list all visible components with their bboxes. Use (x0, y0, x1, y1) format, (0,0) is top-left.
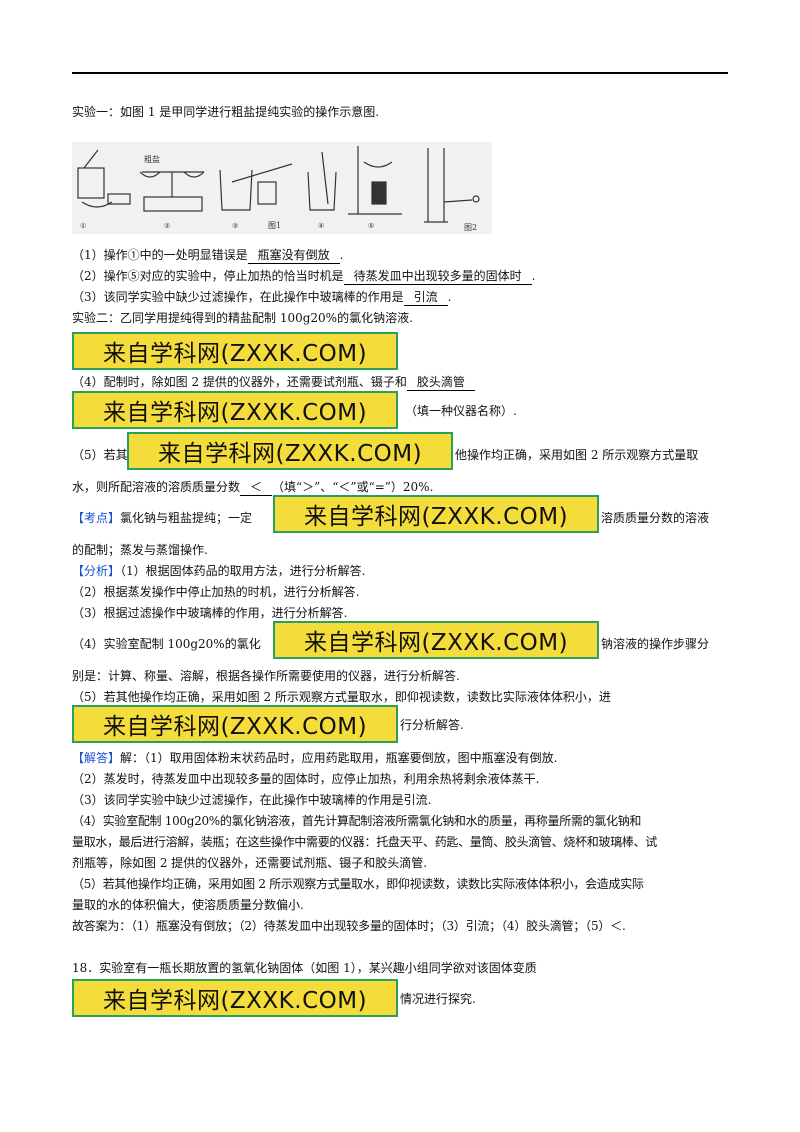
question-18-end: 情况进行探究. (400, 992, 476, 1006)
watermark-banner: 来自学科网(ZXXK.COM) (72, 979, 398, 1017)
fenxi-5-start: （5）若其他操作均正确，采用如图 2 所示观察方式量取水，即仰视读数，读数比实际… (72, 690, 611, 704)
balance-sketch (139, 171, 205, 212)
spatula-bottle-sketch (77, 149, 131, 208)
step-label-2: ② (164, 222, 170, 230)
fenxi-4-cont: 钠溶液的操作步骤分 (601, 637, 710, 651)
figure2-label: 图2 (464, 223, 477, 232)
step-label-4: ④ (318, 222, 324, 230)
jieda-4c: 剂瓶等，除如图 2 提供的仪器外，还需要试剂瓶、镊子和胶头滴管. (72, 856, 428, 870)
jieda-5b: 量取的水的体积偏大，使溶质质量分数偏小. (72, 898, 304, 912)
fenxi-5-end: 行分析解答. (400, 718, 464, 732)
answer-4: 胶头滴管 (406, 374, 475, 391)
kaodian-line: 【考点】氯化钠与粗盐提纯；一定 (72, 510, 252, 526)
step-label-5: ⑤ (368, 222, 374, 230)
answer-5: ＜ (240, 479, 273, 496)
beaker-sketch (219, 163, 293, 211)
fenxi-2: （2）根据蒸发操作中停止加热的时机，进行分析解答. (72, 585, 360, 599)
fenxi-line: 【分析】（1）根据固体药品的取用方法，进行分析解答. (72, 563, 365, 579)
jieda-3: （3）该同学实验中缺少过滤操作，在此操作中玻璃棒的作用是引流. (72, 793, 432, 807)
apparatus-figure: 粗盐 ① ② ③ ④ ⑤ 图1 图2 (72, 142, 492, 234)
question-5-start: （5）若其 (72, 448, 128, 462)
question-5-text: 水，则所配溶液的溶质质量分数 (72, 480, 241, 494)
question-4: （4）配制时，除如图 2 提供的仪器外，还需要试剂瓶、镊子和胶头滴管 (72, 374, 475, 391)
figure1-label: 图1 (268, 221, 281, 230)
fenxi-4-end: 别是：计算、称量、溶解，根据各操作所需要使用的仪器，进行分析解答. (72, 669, 460, 683)
answer-3: 引流 (403, 289, 448, 306)
evaporation-sketch (348, 146, 402, 215)
question-3-suffix: . (447, 290, 452, 304)
kaodian-text: 氯化钠与粗盐提纯；一定 (120, 511, 253, 525)
question-1-suffix: . (339, 248, 344, 262)
dissolve-sketch (307, 151, 337, 211)
question-2-text: （2）操作⑤对应的实验中，停止加热的恰当时机是 (72, 269, 344, 283)
jieda-tag: 【解答】 (72, 751, 121, 765)
step-label-3: ③ (232, 222, 238, 230)
jieda-4a: （4）实验室配制 100g20%的氯化钠溶液，首先计算配制溶液所需氯化钠和水的质… (72, 814, 642, 828)
watermark-banner: 来自学科网(ZXXK.COM) (273, 495, 599, 533)
answer-1: 瓶塞没有倒放 (247, 247, 340, 264)
jieda-5a: （5）若其他操作均正确，采用如图 2 所示观察方式量取水，即仰视读数，读数比实际… (72, 877, 644, 891)
answer-2: 待蒸发皿中出现较多量的固体时 (343, 268, 532, 285)
watermark-banner: 来自学科网(ZXXK.COM) (72, 391, 398, 429)
salt-label: 粗盐 (144, 154, 160, 164)
question-5-cont: 他操作均正确，采用如图 2 所示观察方式量取 (455, 448, 699, 462)
kaodian-cont: 溶质质量分数的溶液 (601, 511, 710, 525)
question-5-end: 水，则所配溶液的溶质质量分数＜（填“＞”、“＜”或“=”）20%. (72, 479, 433, 496)
jieda-4b: 量取水，最后进行溶解，装瓶；在这些操作中需要的仪器：托盘天平、药匙、量筒、胶头滴… (72, 835, 658, 849)
question-2-suffix: . (531, 269, 536, 283)
watermark-banner: 来自学科网(ZXXK.COM) (273, 621, 599, 659)
jieda-1: 解：（1）取用固体粉末状药品时，应用药匙取用，瓶塞要倒放，图中瓶塞没有倒放. (120, 751, 558, 765)
question-2: （2）操作⑤对应的实验中，停止加热的恰当时机是待蒸发皿中出现较多量的固体时. (72, 268, 535, 285)
question-18: 18．实验室有一瓶长期放置的氢氧化钠固体（如图 1），某兴趣小组同学欲对该固体变… (72, 961, 537, 975)
fenxi-tag: 【分析】 (72, 564, 121, 578)
jieda-line: 【解答】解：（1）取用固体粉末状药品时，应用药匙取用，瓶塞要倒放，图中瓶塞没有倒… (72, 750, 557, 766)
question-4-text: （4）配制时，除如图 2 提供的仪器外，还需要试剂瓶、镊子和 (72, 375, 407, 389)
question-1: （1）操作①中的一处明显错误是瓶塞没有倒放. (72, 247, 343, 264)
watermark-banner: 来自学科网(ZXXK.COM) (72, 705, 398, 743)
question-4-tail: （填一种仪器名称）. (405, 404, 517, 418)
question-3: （3）该同学实验中缺少过滤操作，在此操作中玻璃棒的作用是引流. (72, 289, 451, 306)
question-5-suffix: （填“＞”、“＜”或“=”）20%. (272, 480, 434, 494)
step-label-1: ① (80, 222, 86, 230)
final-answer: 故答案为：（1）瓶塞没有倒放；（2）待蒸发皿中出现较多量的固体时；（3）引流；（… (72, 919, 626, 933)
jieda-2: （2）蒸发时，待蒸发皿中出现较多量的固体时，应停止加热，利用余热将剩余液体蒸干. (72, 772, 540, 786)
fenxi-1: （1）根据固体药品的取用方法，进行分析解答. (120, 564, 366, 578)
watermark-banner: 来自学科网(ZXXK.COM) (72, 332, 398, 370)
exp1-intro: 实验一：如图 1 是甲同学进行粗盐提纯实验的操作示意图. (72, 105, 380, 119)
fenxi-3: （3）根据过滤操作中玻璃棒的作用，进行分析解答. (72, 606, 348, 620)
exp2-intro: 实验二：乙同学用提纯得到的精盐配制 100g20%的氯化钠溶液. (72, 311, 413, 325)
header-rule (72, 72, 728, 74)
question-1-text: （1）操作①中的一处明显错误是 (72, 248, 248, 262)
kaodian-tag: 【考点】 (72, 511, 121, 525)
watermark-banner: 来自学科网(ZXXK.COM) (127, 432, 453, 470)
cylinder-sketch (424, 148, 480, 223)
question-3-text: （3）该同学实验中缺少过滤操作，在此操作中玻璃棒的作用是 (72, 290, 404, 304)
fenxi-4-start: （4）实验室配制 100g20%的氯化 (72, 637, 261, 651)
kaodian-end: 的配制；蒸发与蒸馏操作. (72, 543, 208, 557)
